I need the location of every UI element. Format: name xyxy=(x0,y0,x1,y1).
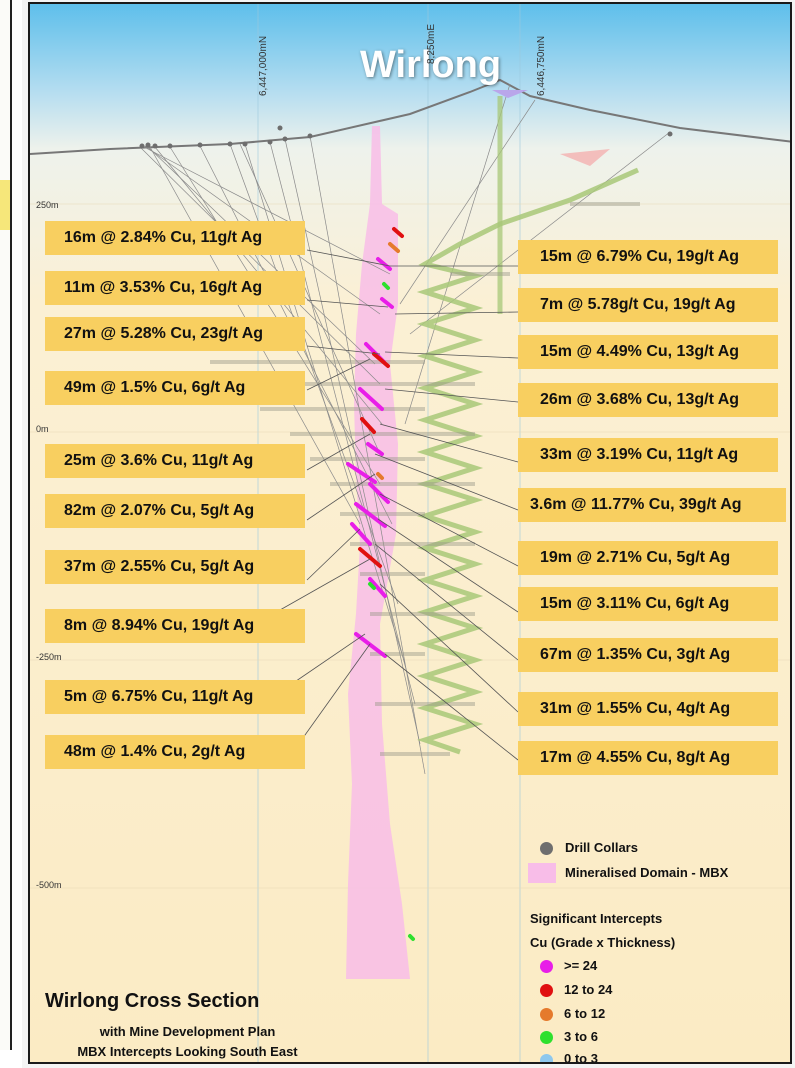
elevation-label-minus500: -500m xyxy=(36,880,62,890)
intercept-label: 7m @ 5.78g/t Cu, 19g/t Ag xyxy=(518,288,778,322)
adjacent-panel-edge xyxy=(0,0,12,1050)
intercept-label: 48m @ 1.4% Cu, 2g/t Ag xyxy=(45,735,305,769)
legend-domain: Mineralised Domain - MBX xyxy=(565,865,729,880)
figure-subtitle-1: with Mine Development Plan xyxy=(99,1024,276,1039)
intercept-label: 37m @ 2.55% Cu, 5g/t Ag xyxy=(45,550,305,584)
intercept-label: 16m @ 2.84% Cu, 11g/t Ag xyxy=(45,221,305,255)
intercept-label: 8m @ 8.94% Cu, 19g/t Ag xyxy=(45,609,305,643)
class-dot-icon xyxy=(540,1031,553,1044)
legend-class-label: 12 to 24 xyxy=(564,982,613,997)
intercept-label: 67m @ 1.35% Cu, 3g/t Ag xyxy=(518,638,778,672)
figure-title: Wirlong Cross Section xyxy=(45,990,260,1012)
intercept-label: 17m @ 4.55% Cu, 8g/t Ag xyxy=(518,741,778,775)
leader-lines xyxy=(279,249,519,761)
intercept-label: 27m @ 5.28% Cu, 23g/t Ag xyxy=(45,317,305,351)
intercept-label: 31m @ 1.55% Cu, 4g/t Ag xyxy=(518,692,778,726)
legend-drill-collars: Drill Collars xyxy=(565,840,638,855)
class-dot-icon xyxy=(540,1054,553,1062)
intercept-label: 26m @ 3.68% Cu, 13g/t Ag xyxy=(518,383,778,417)
intercept-label: 5m @ 6.75% Cu, 11g/t Ag xyxy=(45,680,305,714)
class-dot-icon xyxy=(540,1008,553,1021)
intercept-label: 19m @ 2.71% Cu, 5g/t Ag xyxy=(518,541,778,575)
intercept-segments xyxy=(346,227,415,941)
portal-marker xyxy=(560,149,610,166)
intercept-label: 25m @ 3.6% Cu, 11g/t Ag xyxy=(45,444,305,478)
mineralised-domain-shape xyxy=(346,126,410,979)
elevation-label-minus250: -250m xyxy=(36,652,62,662)
legend-heading-grade: Cu (Grade x Thickness) xyxy=(530,935,676,950)
section-title: Wirlong xyxy=(360,44,502,86)
decline-development xyxy=(416,167,640,755)
topography-line xyxy=(30,78,790,155)
legend-class-label: 3 to 6 xyxy=(564,1029,598,1044)
intercept-label: 33m @ 3.19% Cu, 11g/t Ag xyxy=(518,438,778,472)
drill-collars xyxy=(139,125,673,149)
elevation-label-250: 250m xyxy=(36,200,59,210)
drill-collar-legend-icon xyxy=(540,842,553,855)
intercept-label: 82m @ 2.07% Cu, 5g/t Ag xyxy=(45,494,305,528)
intercept-label: 49m @ 1.5% Cu, 6g/t Ag xyxy=(45,371,305,405)
grid-label-northing-1: 6,447,000mN xyxy=(258,35,269,96)
cross-section-panel: Wirlong 6,447,000mN 8,250mE 6,446,750mN … xyxy=(28,2,792,1064)
legend-heading-intercepts: Significant Intercepts xyxy=(530,911,663,926)
legend-class-label: >= 24 xyxy=(564,958,598,973)
shaft-collar-marker xyxy=(492,90,528,98)
intercept-label: 15m @ 6.79% Cu, 19g/t Ag xyxy=(518,240,778,274)
intercept-label: 3.6m @ 11.77% Cu, 39g/t Ag xyxy=(518,488,786,522)
adjacent-panel-highlight xyxy=(0,180,10,230)
legend-class-label: 6 to 12 xyxy=(564,1006,606,1021)
class-dot-icon xyxy=(540,960,553,973)
intercept-label: 15m @ 3.11% Cu, 6g/t Ag xyxy=(518,587,778,621)
elevation-label-0: 0m xyxy=(36,424,49,434)
domain-legend-swatch xyxy=(528,863,556,883)
grid-label-northing-2: 6,446,750mN xyxy=(536,35,547,96)
intercept-label: 15m @ 4.49% Cu, 13g/t Ag xyxy=(518,335,778,369)
figure-subtitle-2: MBX Intercepts Looking South East xyxy=(77,1044,298,1059)
intercept-label: 11m @ 3.53% Cu, 16g/t Ag xyxy=(45,271,305,305)
section-drawing xyxy=(30,4,790,1062)
class-dot-icon xyxy=(540,984,553,997)
grid-label-easting: 8,250mE xyxy=(426,23,437,64)
legend-class-label: 0 to 3 xyxy=(564,1051,598,1064)
